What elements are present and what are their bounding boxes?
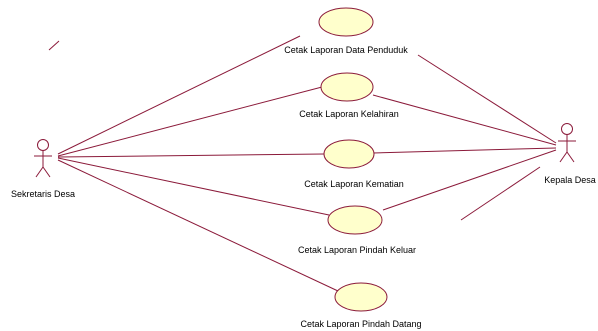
association-sekretaris-kelahiran [57, 86, 323, 157]
association-kematian-kepala [372, 147, 557, 154]
stray-line-top-left [48, 40, 60, 51]
use-case-pindah-keluar-oval [327, 205, 383, 235]
association-sekretaris-pindah-keluar [57, 157, 330, 216]
actor-sekretaris-head [37, 139, 49, 151]
association-sekretaris-data-penduduk [57, 35, 301, 155]
use-case-data-penduduk-label: Cetak Laporan Data Penduduk [284, 45, 408, 55]
actor-sekretaris-right-leg [42, 166, 51, 178]
association-data-penduduk-kepala [417, 54, 557, 144]
association-kelahiran-kepala [372, 94, 557, 146]
association-sekretaris-pindah-datang [57, 159, 339, 292]
use-case-kelahiran-label: Cetak Laporan Kelahiran [299, 109, 399, 119]
association-sekretaris-kematian [57, 153, 325, 158]
use-case-kelahiran-oval [320, 72, 374, 102]
stray-line-bottom-right [460, 166, 541, 221]
actor-kepala-left-leg [559, 151, 568, 163]
actor-kepala-right-leg [566, 151, 575, 163]
use-case-pindah-datang-oval [334, 282, 388, 312]
association-pindah-keluar-kepala [382, 149, 557, 211]
use-case-kematian-oval [323, 139, 375, 169]
actor-kepala-head [561, 123, 573, 135]
use-case-data-penduduk-oval [318, 7, 374, 37]
actor-kepala-label: Kepala Desa [544, 175, 596, 185]
actor-sekretaris-label: Sekretaris Desa [11, 189, 75, 199]
actor-sekretaris-desa [34, 139, 52, 178]
use-case-pindah-datang-label: Cetak Laporan Pindah Datang [300, 319, 421, 329]
actor-kepala-desa [558, 123, 576, 163]
use-case-kematian-label: Cetak Laporan Kematian [304, 179, 404, 189]
use-case-pindah-keluar-label: Cetak Laporan Pindah Keluar [298, 245, 416, 255]
actor-sekretaris-left-leg [35, 166, 44, 178]
